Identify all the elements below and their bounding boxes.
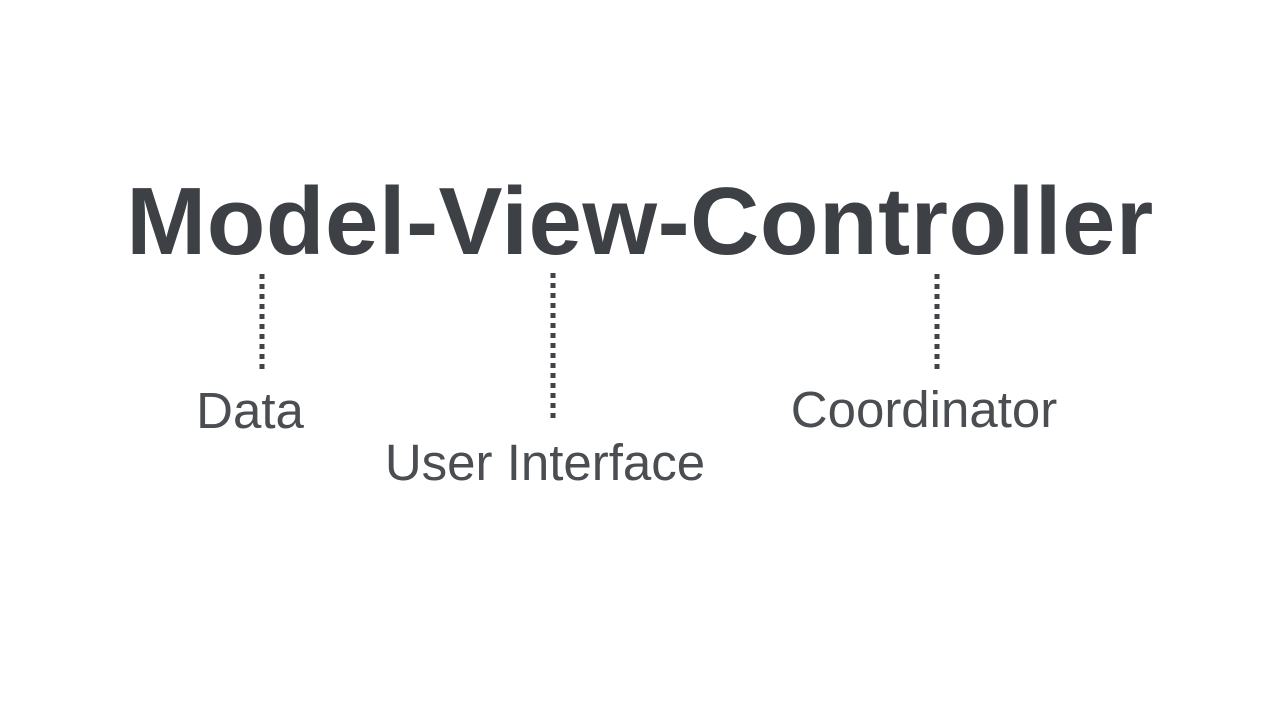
annotation-label-user-interface: User Interface (384, 434, 706, 491)
annotation-label-data: Data (196, 382, 304, 439)
dotted-connector-view (550, 273, 556, 418)
dotted-connector-controller (934, 274, 940, 369)
dotted-connector-model (259, 274, 265, 369)
annotation-label-coordinator: Coordinator (790, 381, 1058, 438)
diagram-title: Model-View-Controller (126, 168, 1154, 275)
